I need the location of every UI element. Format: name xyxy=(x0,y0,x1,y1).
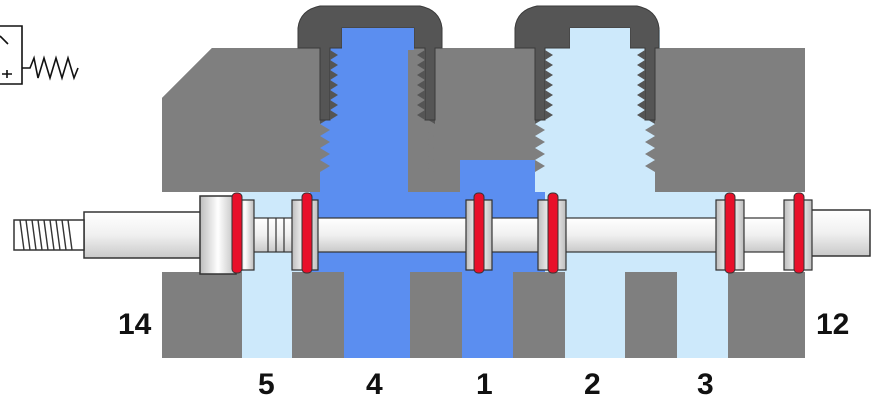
spring-return-symbol-icon xyxy=(0,25,79,85)
pilot-label-12: 12 xyxy=(816,308,849,341)
spool-thread-icon xyxy=(19,219,73,251)
port-label-3: 3 xyxy=(697,368,714,401)
port-label-2: 2 xyxy=(584,368,601,401)
pilot-label-14: 14 xyxy=(118,308,152,341)
fitting-threads xyxy=(330,50,645,120)
valve-body-lower xyxy=(162,272,805,358)
port-label-4: 4 xyxy=(366,368,383,401)
port-label-5: 5 xyxy=(258,368,275,401)
bore-threads-lower xyxy=(320,124,655,172)
spool-seals xyxy=(231,192,805,274)
port-label-1: 1 xyxy=(476,368,493,401)
